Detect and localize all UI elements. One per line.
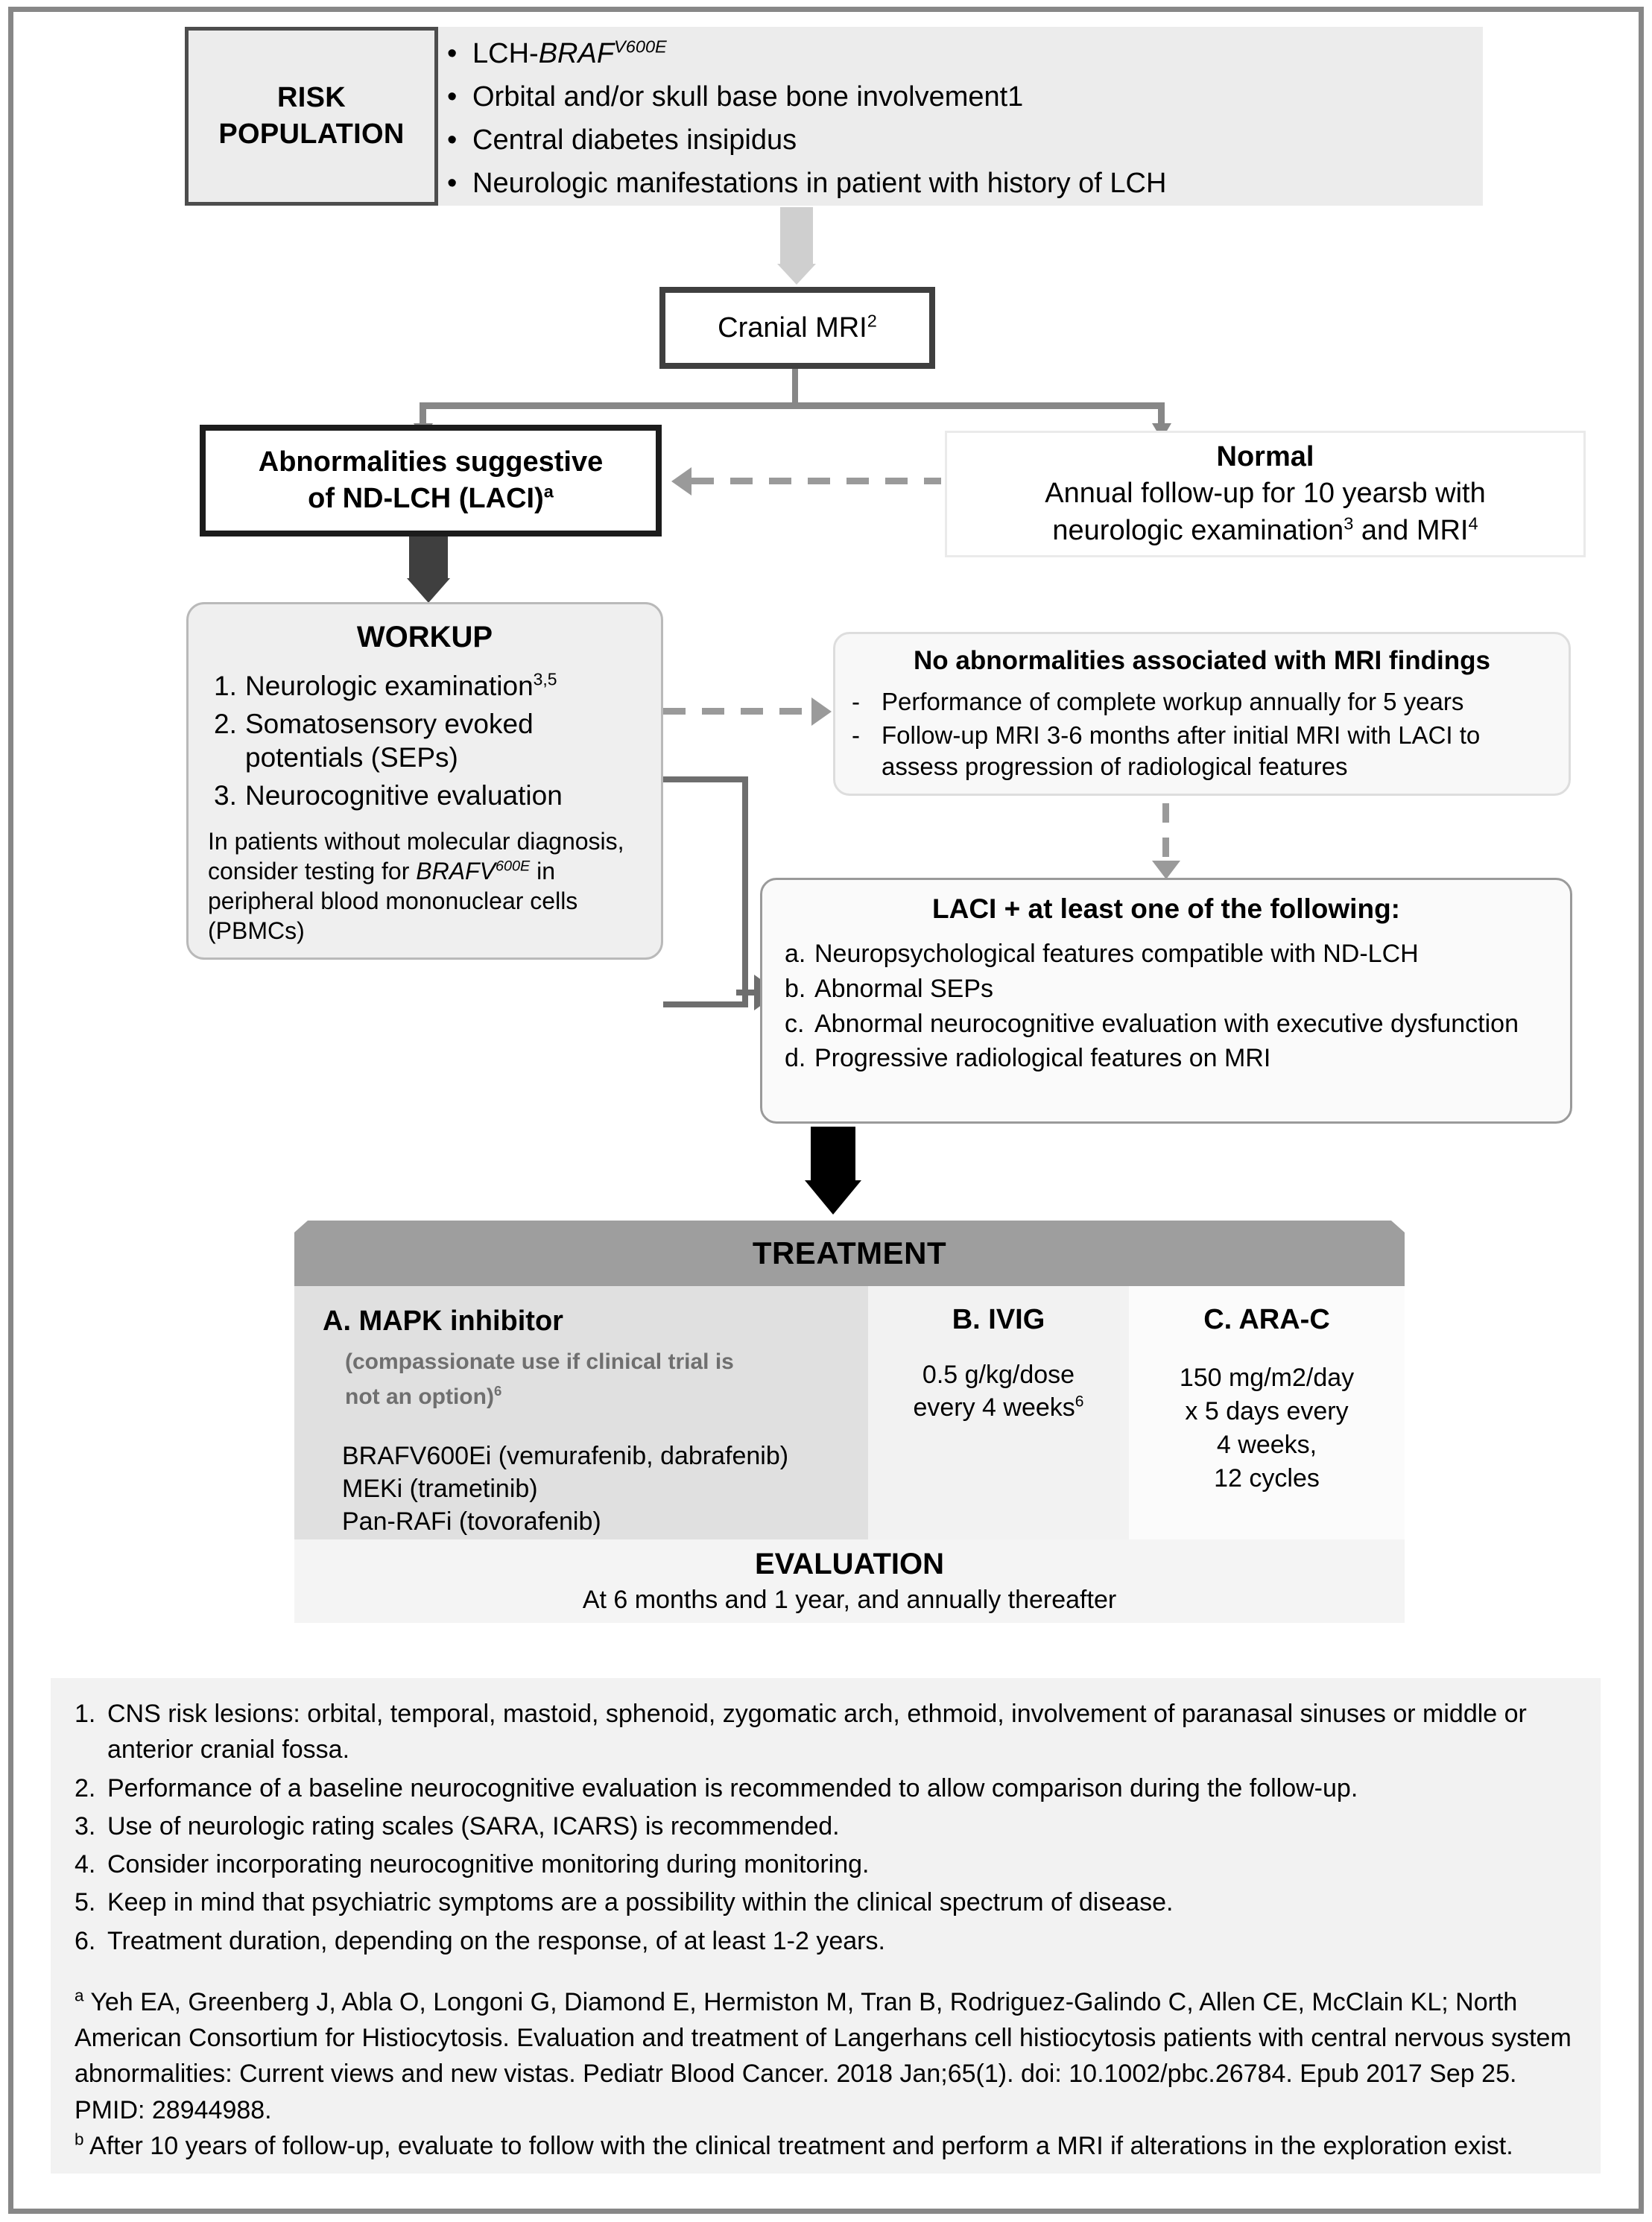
abnormalities-box: Abnormalities suggestive of ND-LCH (LACI… [200,425,662,536]
dash-marker: - [852,721,860,750]
no-abnormalities-box: No abnormalities associated with MRI fin… [833,632,1571,796]
risk-bullet-4-text: Neurologic manifestations in patient wit… [472,167,1167,199]
treatment-b-title: B. IVIG [952,1304,1045,1335]
arrow-abnormalities-to-workup [409,536,448,578]
abnormalities-line2: of ND-LCH (LACI) [308,483,544,514]
treatment-a-drugs: BRAFV600Ei (vemurafenib, dabrafenib) MEK… [323,1440,840,1539]
connector-mri-right-branch [1158,402,1165,423]
workup-item-1: 1. Neurologic examination3,5 [214,669,557,701]
treatment-a-drug-2: MEKi (trametinib) [342,1475,538,1504]
risk-bullet-1-sup: V600E [614,37,667,57]
evaluation-subtitle: At 6 months and 1 year, and annually the… [582,1586,1117,1614]
arrow-laci-to-treatment [811,1127,855,1180]
cranial-mri-sup: 2 [867,310,877,330]
footnotes-panel: 1. CNS risk lesions: orbital, temporal, … [51,1678,1601,2174]
risk-bullet-2-text: Orbital and/or skull base bone involveme… [472,80,1024,113]
no-abnormalities-item-1: - Performance of complete workup annuall… [852,686,1552,718]
workup-item-2: 2. Somatosensory evoked potentials (SEPs… [214,709,534,773]
arrow-normal-to-abnormalities [692,478,941,484]
risk-label-line2: POPULATION [218,118,405,150]
evaluation-banner: EVALUATION At 6 months and 1 year, and a… [294,1539,1405,1623]
treatment-a-subtitle: (compassionate use if clinical trial is … [345,1349,734,1409]
connector-workup-to-laci [663,776,748,1007]
laci-criteria-box: LACI + at least one of the following: a.… [760,878,1572,1124]
normal-title: Normal [1216,440,1314,472]
bullet-icon: • [447,124,458,156]
treatment-header: TREATMENT [294,1221,1405,1286]
workup-box: WORKUP 1. Neurologic examination3,5 2. S… [186,602,663,960]
footnote-6: 6. Treatment duration, depending on the … [75,1926,885,1955]
footnote-5: 5. Keep in mind that psychiatric symptom… [75,1888,1174,1917]
no-abnormalities-list: - Performance of complete workup annuall… [852,686,1552,783]
laci-list: a. Neuropsychological features compatibl… [785,938,1548,1074]
cranial-mri-label: Cranial MRI [718,311,867,344]
risk-bullet-1: • LCH-BRAFV600E [447,34,1475,75]
footnote-2: 2. Performance of a baseline neurocognit… [75,1773,1358,1802]
bullet-icon: • [447,167,458,199]
bullet-icon: • [447,38,458,69]
risk-bullet-3: • Central diabetes insipidus [447,121,1475,161]
footnotes-numbered-list: 1. CNS risk lesions: orbital, temporal, … [75,1696,1577,1959]
risk-population-label: RISK POPULATION [185,27,438,206]
abnormalities-line1: Abnormalities suggestive [258,446,604,478]
treatment-c-body: 150 mg/m2/day x 5 days every 4 weeks, 12… [1179,1364,1355,1493]
treatment-c-title: C. ARA-C [1203,1304,1330,1335]
treatment-a-title: A. MAPK inhibitor [323,1305,563,1337]
treatment-column-b: B. IVIG 0.5 g/kg/dose every 4 weeks6 [868,1286,1129,1539]
normal-line2: neurologic examination3 and MRI4 [1052,513,1478,546]
treatment-column-a: A. MAPK inhibitor (compassionate use if … [294,1286,868,1539]
laci-item-c: c. Abnormal neurocognitive evaluation wi… [785,1009,1519,1038]
no-abnormalities-item-2: - Follow-up MRI 3-6 months after initial… [852,720,1552,782]
risk-population-bullets: • LCH-BRAFV600E • Orbital and/or skull b… [447,34,1475,199]
treatment-column-c: C. ARA-C 150 mg/m2/day x 5 days every 4 … [1129,1286,1405,1539]
treatment-columns: A. MAPK inhibitor (compassionate use if … [294,1286,1405,1539]
laci-item-b: b. Abnormal SEPs [785,974,993,1003]
arrow-risk-to-mri [780,207,813,264]
no-abnormalities-title: No abnormalities associated with MRI fin… [914,646,1490,675]
normal-line1: Annual follow-up for 10 yearsb with [1045,478,1486,510]
dash-marker: - [852,688,860,715]
connector-mri-left-branch [420,402,426,423]
laci-item-a: a. Neuropsychological features compatibl… [785,940,1419,968]
arrow-no-abnormalities-to-laci [1162,803,1169,861]
risk-bullet-4: • Neurologic manifestations in patient w… [447,164,1475,204]
risk-bullet-2: • Orbital and/or skull base bone involve… [447,77,1475,118]
treatment-a-drug-1: BRAFV600Ei (vemurafenib, dabrafenib) [342,1442,789,1470]
workup-title: WORKUP [356,621,493,653]
risk-bullet-3-text: Central diabetes insipidus [472,124,797,156]
workup-note: In patients without molecular diagnosis,… [208,827,624,945]
risk-label-line1: RISK [276,81,346,113]
footnote-ref-b: b After 10 years of follow-up, evaluate … [75,2130,1513,2160]
workup-item-3: 3. Neurocognitive evaluation [214,780,563,811]
footnote-ref-a: a Yeh EA, Greenberg J, Abla O, Longoni G… [75,1986,1572,2124]
laci-title: LACI + at least one of the following: [932,893,1400,924]
footnote-1: 1. CNS risk lesions: orbital, temporal, … [75,1700,1527,1764]
treatment-b-body: 0.5 g/kg/dose every 4 weeks6 [913,1361,1084,1422]
abnormalities-sup: a [543,481,554,501]
cranial-mri-box: Cranial MRI2 [659,287,935,369]
connector-workup-to-laci-arrowline [736,990,757,996]
normal-box: Normal Annual follow-up for 10 yearsb wi… [945,431,1586,557]
footnote-4: 4. Consider incorporating neurocognitive… [75,1850,870,1879]
evaluation-title: EVALUATION [754,1548,945,1580]
arrow-workup-to-no-abnormalities [663,708,812,715]
laci-item-d: d. Progressive radiological features on … [785,1044,1271,1073]
outer-frame [8,7,1644,2214]
workup-list: 1. Neurologic examination3,5 2. Somatose… [208,669,642,813]
risk-bullet-1-pre: LCH- [472,38,539,69]
risk-bullet-1-ital: BRAF [538,38,615,69]
connector-mri-stem [792,369,798,408]
connector-mri-bar [420,402,1165,409]
footnote-3: 3. Use of neurologic rating scales (SARA… [75,1811,840,1840]
treatment-a-drug-3: Pan-RAFi (tovorafenib) [342,1507,601,1536]
treatment-section: TREATMENT A. MAPK inhibitor (compassiona… [294,1221,1405,1623]
bullet-icon: • [447,80,458,113]
